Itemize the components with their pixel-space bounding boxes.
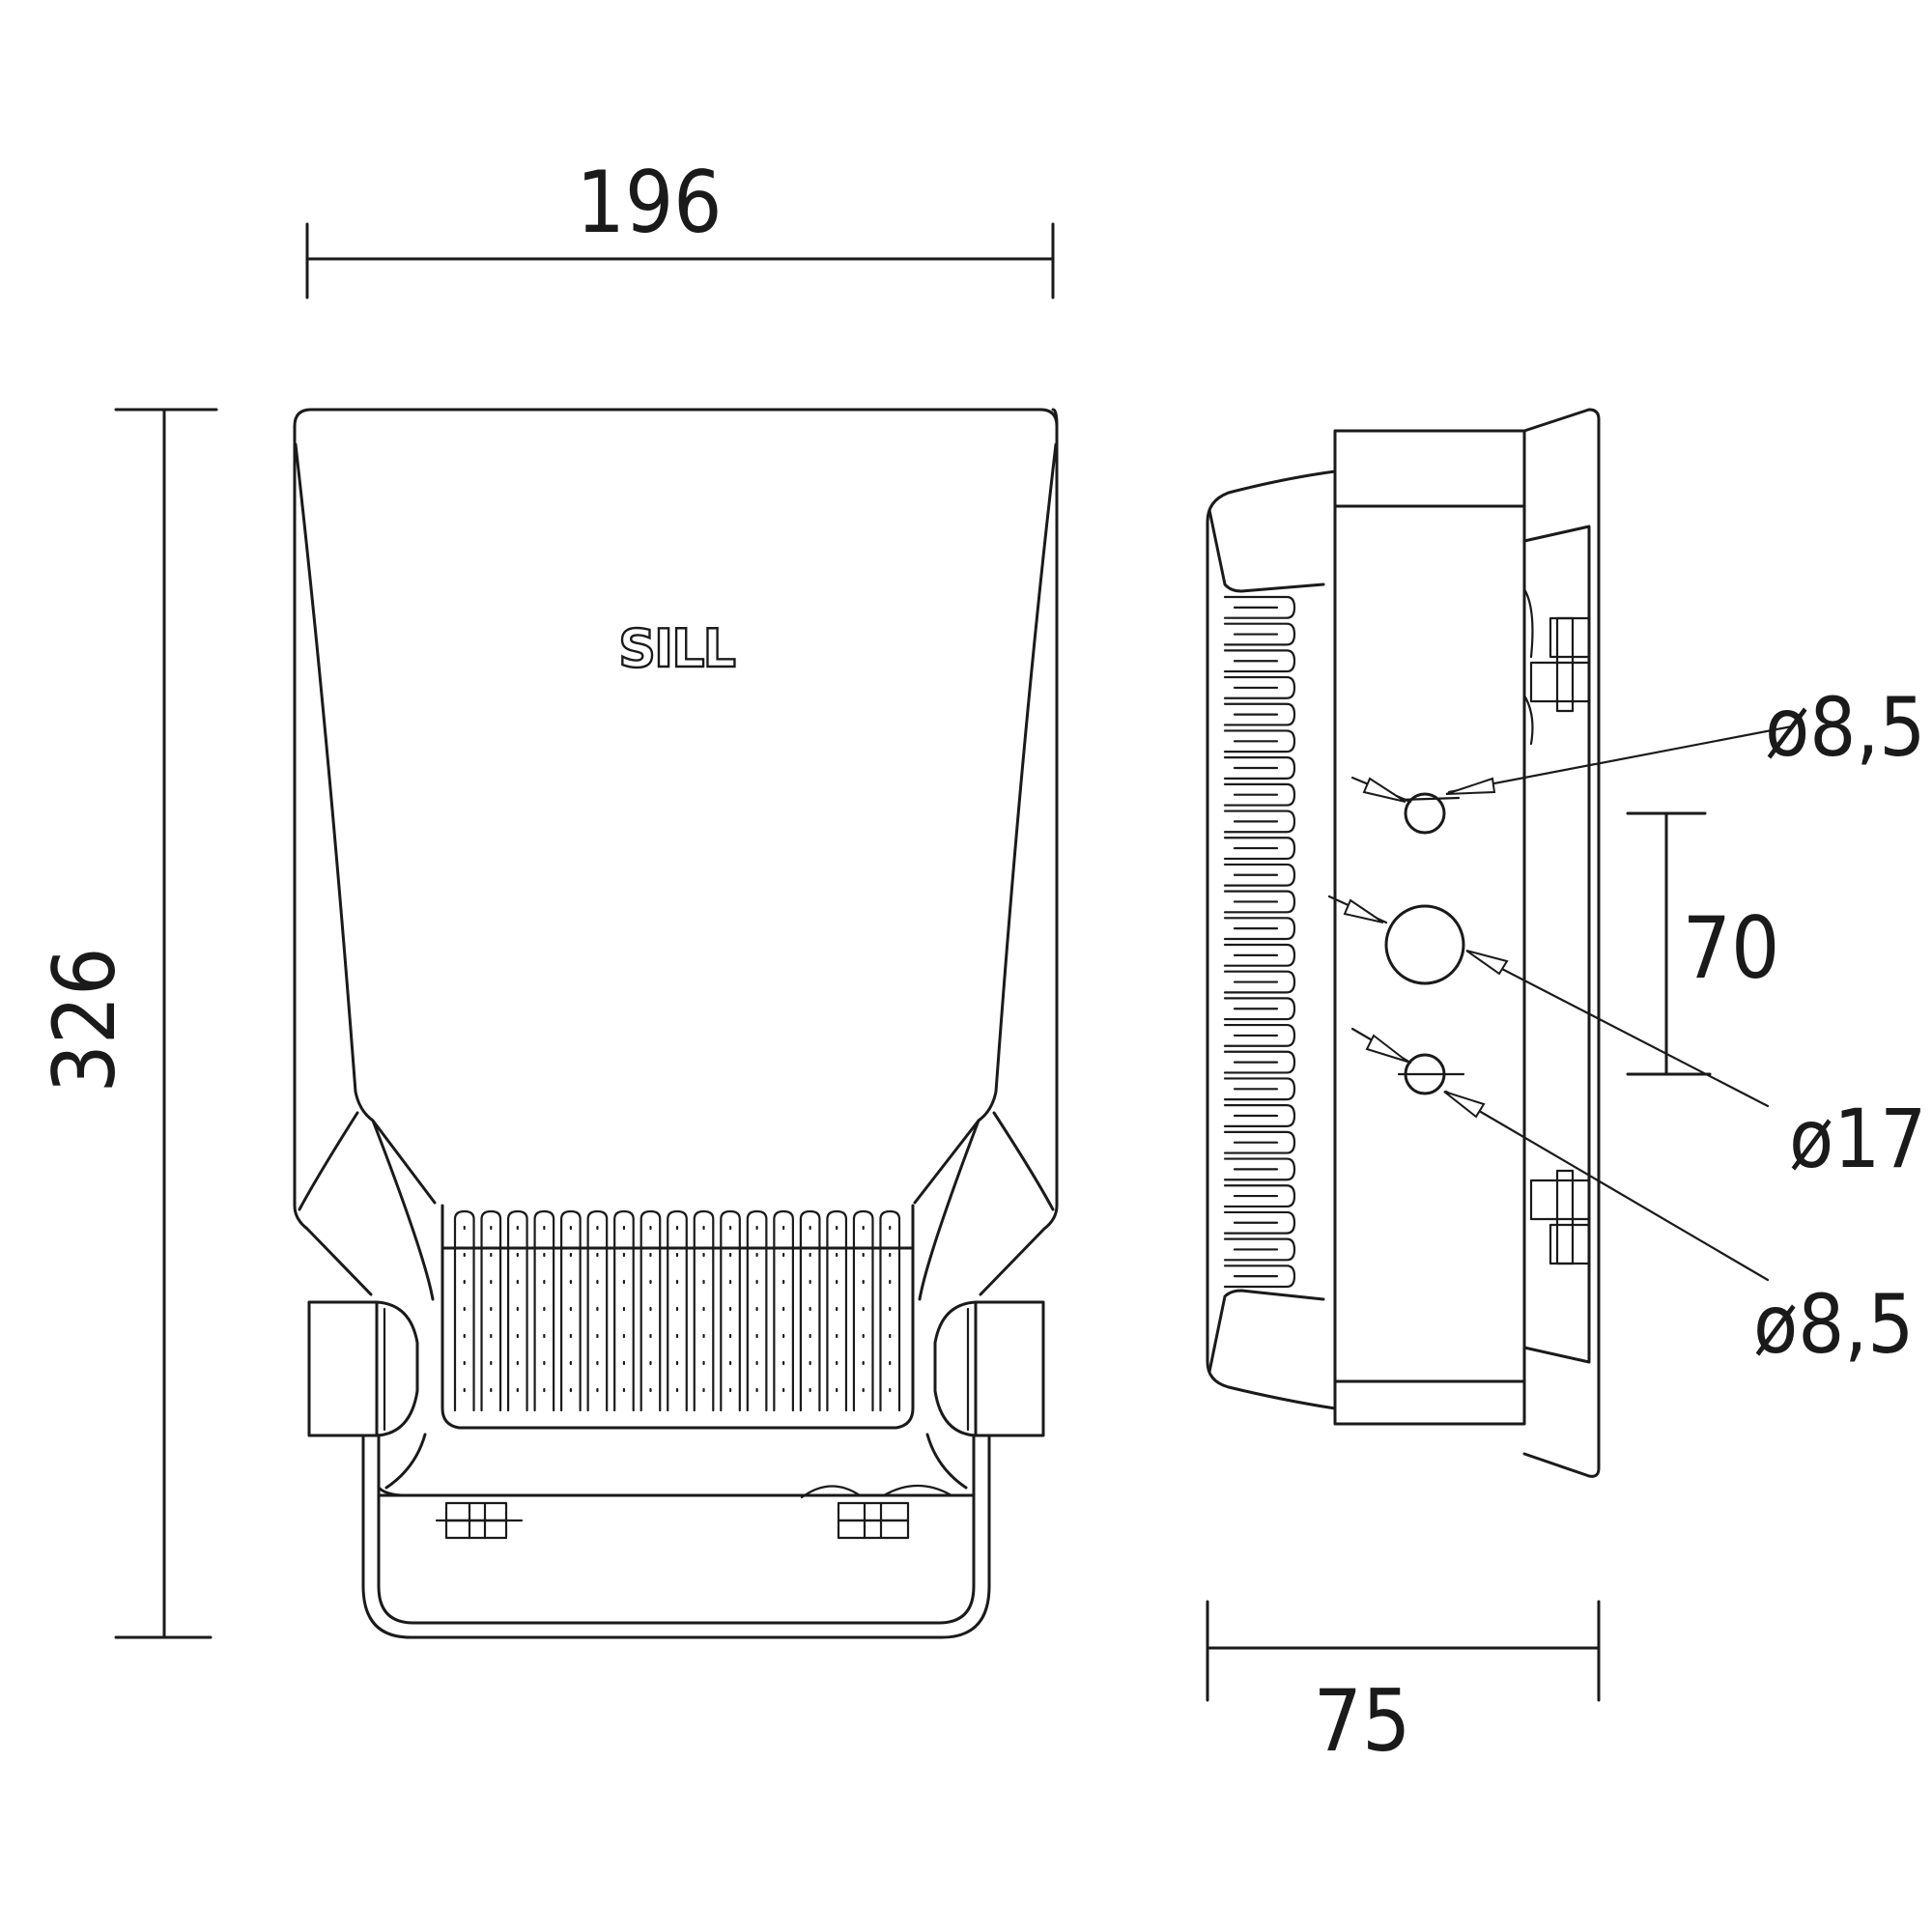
side-fin — [1223, 1050, 1296, 1074]
width-dim-label: 196 — [576, 153, 722, 252]
heat-sink-fin — [480, 1209, 502, 1412]
heat-sink-fin — [799, 1209, 821, 1412]
front-left-shoulder — [298, 1111, 435, 1301]
side-front-inner-profile — [1208, 508, 1325, 1374]
front-right-hinge-knob — [933, 1300, 978, 1437]
depth-dim-label: 75 — [1314, 1671, 1411, 1771]
arrow-bottom-hole-right — [1443, 1091, 1486, 1119]
hole-top-diameter-label: ø8,5 — [1765, 680, 1925, 775]
front-heat-sink — [440, 1204, 915, 1430]
front-bracket-lower-base — [384, 1433, 968, 1490]
heat-sink-fin — [720, 1209, 741, 1412]
height-dim-label: 326 — [35, 947, 134, 1093]
side-fin — [1223, 729, 1296, 753]
side-fin — [1223, 649, 1296, 673]
heat-sink-fins — [453, 1209, 901, 1412]
brand-label: SILL — [618, 618, 734, 679]
front-bracket-inner — [377, 1434, 976, 1625]
hole-spacing-dimension: 70 — [1626, 811, 1780, 1076]
side-fin — [1223, 1077, 1296, 1101]
side-hole-middle — [1384, 904, 1465, 985]
side-fin — [1223, 1157, 1296, 1181]
side-heat-sink-fins — [1223, 595, 1296, 1289]
side-fin — [1223, 675, 1296, 699]
side-fin — [1223, 782, 1296, 807]
heat-sink-fin — [746, 1209, 768, 1412]
heat-sink-fin — [667, 1209, 688, 1412]
side-fin — [1223, 1104, 1296, 1127]
arrow-bottom-hole-left — [1365, 1034, 1408, 1063]
leader-top-hole — [1447, 724, 1794, 794]
heat-sink-fin — [560, 1209, 582, 1412]
side-fin — [1223, 1264, 1296, 1289]
heat-sink-fin — [639, 1209, 662, 1412]
side-rear-plate-inner — [1522, 525, 1591, 1364]
side-fin — [1223, 890, 1296, 914]
side-rear-plate — [1522, 408, 1601, 1478]
front-housing-outline — [293, 408, 1059, 1296]
side-front-profile — [1206, 469, 1337, 1410]
front-left-hinge-edge — [375, 1300, 386, 1437]
height-dimension: 326 — [35, 408, 218, 1639]
side-hole-top-centerline — [1397, 796, 1461, 802]
arrow-middle-hole-right — [1465, 950, 1509, 976]
side-fin — [1223, 622, 1296, 646]
side-fin — [1223, 1023, 1296, 1047]
side-fin — [1223, 970, 1296, 994]
arrow-middle-hole-left — [1343, 898, 1384, 923]
side-view — [1206, 408, 1794, 1478]
side-fin — [1223, 1130, 1296, 1154]
front-right-side-contour — [913, 442, 1058, 1205]
side-fin — [1223, 943, 1296, 967]
heat-sink-fin — [852, 1209, 874, 1412]
heat-sink-fin — [826, 1209, 848, 1412]
side-fin — [1223, 702, 1296, 726]
leader-middle-hole — [1466, 950, 1770, 1108]
side-fin — [1223, 810, 1296, 834]
side-fin — [1223, 1210, 1296, 1235]
side-fin — [1223, 917, 1296, 941]
hole-bottom-diameter-label: ø8,5 — [1753, 1277, 1914, 1372]
side-main-body — [1333, 429, 1526, 1426]
arrow-top-hole-left — [1362, 777, 1406, 803]
arrow-top-hole-right — [1445, 777, 1496, 795]
heat-sink-fin — [506, 1209, 528, 1412]
width-dimension: 196 — [305, 153, 1055, 299]
leader-bottom-hole — [1444, 1090, 1770, 1282]
front-view: SILL — [293, 408, 1059, 1639]
side-fin — [1223, 863, 1296, 887]
heat-sink-outline — [440, 1204, 915, 1430]
front-right-fastener — [800, 1485, 953, 1540]
front-left-hinge-block — [307, 1300, 379, 1437]
front-bracket-outer — [361, 1434, 991, 1639]
heat-sink-fin — [773, 1209, 794, 1412]
hole-middle-diameter-label: ø17 — [1789, 1092, 1926, 1186]
front-left-hinge-knob — [375, 1300, 419, 1437]
spacing-dim-label: 70 — [1683, 898, 1780, 998]
side-fin — [1223, 1237, 1296, 1262]
front-right-hinge-block — [974, 1300, 1045, 1437]
front-right-hinge-edge — [966, 1300, 978, 1437]
front-right-shoulder — [918, 1111, 1055, 1301]
side-fin — [1223, 756, 1296, 780]
heat-sink-fin — [693, 1209, 715, 1412]
side-rear-bracket-top — [1522, 587, 1591, 746]
front-left-fastener — [435, 1501, 524, 1540]
side-fin — [1223, 1184, 1296, 1208]
heat-sink-fin — [533, 1209, 555, 1412]
side-fin — [1223, 997, 1296, 1021]
heat-sink-fin — [586, 1209, 609, 1412]
side-rear-bracket-bottom — [1529, 1169, 1591, 1265]
side-fin — [1223, 837, 1296, 861]
side-fin — [1223, 595, 1296, 619]
heat-sink-fin — [879, 1209, 901, 1412]
heat-sink-fin — [453, 1209, 475, 1412]
side-hole-top — [1404, 792, 1446, 835]
heat-sink-fin — [613, 1209, 635, 1412]
depth-dimension: 75 — [1206, 1600, 1601, 1771]
front-left-side-contour — [294, 442, 437, 1205]
